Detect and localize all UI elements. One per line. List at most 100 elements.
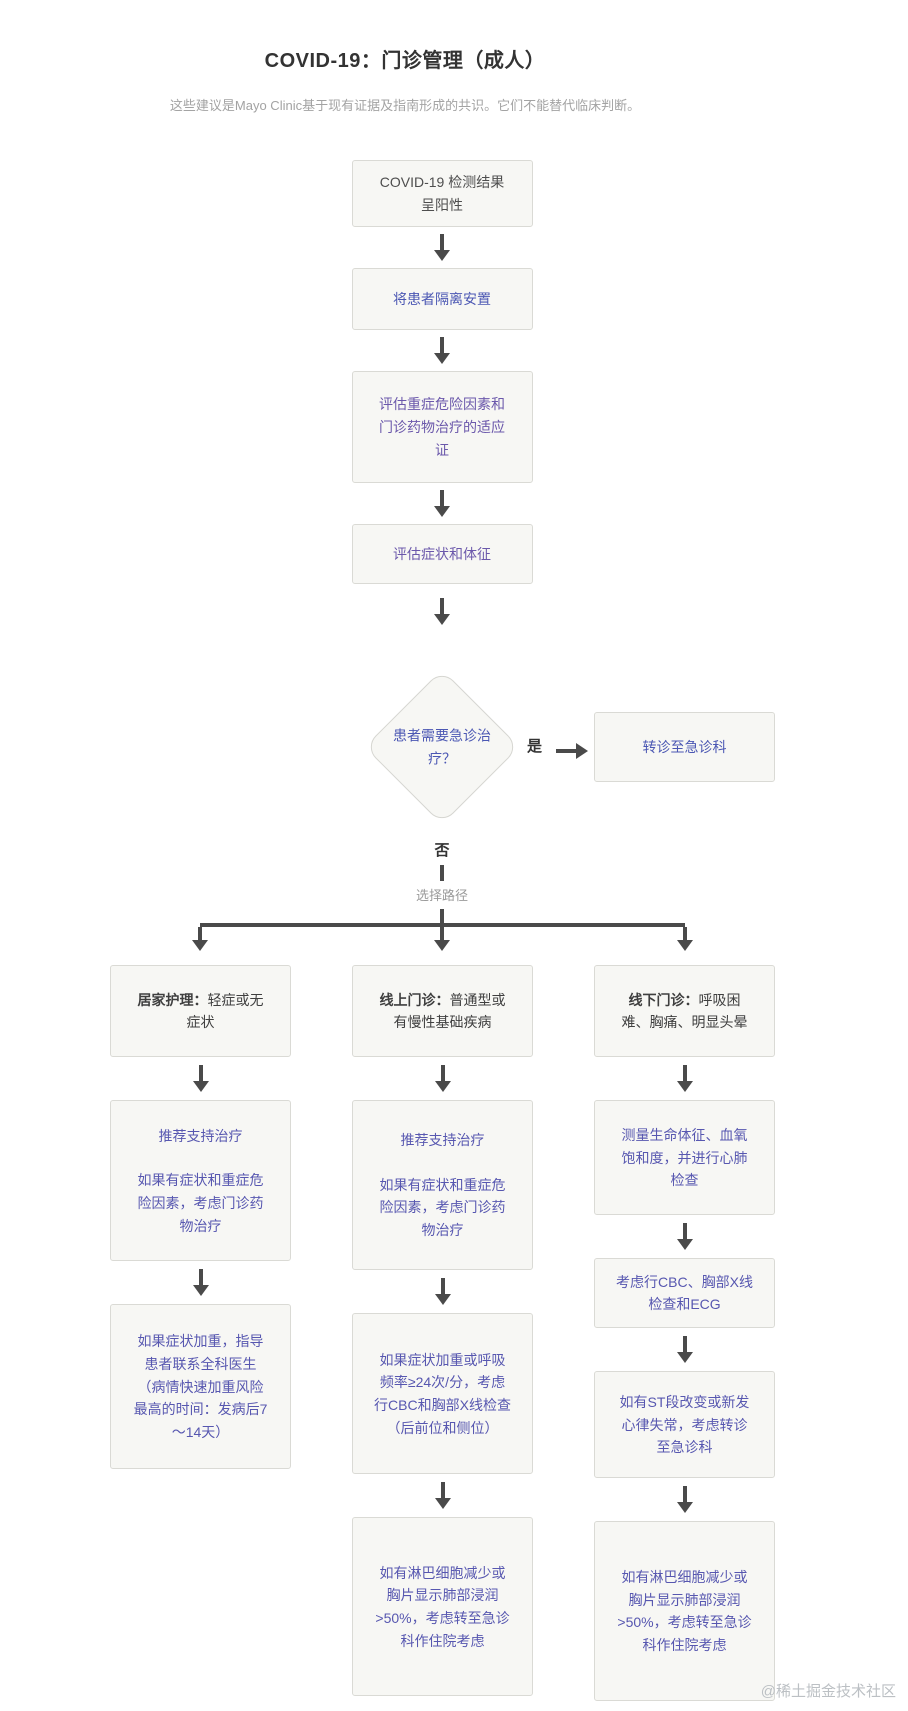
down-arrow <box>433 1065 453 1093</box>
down-arrow <box>432 337 452 365</box>
page-header: COVID-19：门诊管理（成人） 这些建议是Mayo Clinic基于现有证据… <box>0 0 810 114</box>
arrow-head <box>676 1081 693 1093</box>
down-arrow <box>191 1065 211 1093</box>
node-text: 推荐支持治疗 <box>400 1132 485 1148</box>
node-text: 线下门诊：呼吸困难、胸痛、明显头晕 <box>616 989 753 1034</box>
node-text: 推荐支持治疗 <box>158 1127 243 1144</box>
down-arrow <box>190 927 210 952</box>
flow-node-assess-symptoms[interactable]: 评估症状和体征 <box>351 524 533 585</box>
arrow-stem <box>440 598 444 615</box>
flow-node-test-positive: COVID-19 检测结果呈阳性 <box>351 160 533 228</box>
node-text: COVID-19 检测结果呈阳性 <box>379 174 505 213</box>
arrow-head <box>676 1352 693 1364</box>
down-arrow <box>432 927 452 952</box>
arrow-stem <box>682 1336 687 1353</box>
branch-title-rest: 普通型或有慢性基础疾病 <box>393 991 506 1031</box>
arrow-stem <box>556 749 576 754</box>
arrow-head <box>434 1498 451 1510</box>
main-flow-axis: COVID-19 检测结果呈阳性 将患者隔离安置 评估重症危险因素和门诊药物治疗… <box>0 160 884 924</box>
down-arrow <box>432 490 452 518</box>
branch-connector <box>192 923 693 957</box>
node-text: 如果有症状和重症危险因素，考虑门诊药物治疗 <box>379 1176 506 1239</box>
arrow-stem <box>683 927 687 941</box>
down-arrow <box>675 1065 695 1093</box>
flow-node-online-step-3[interactable]: 如有淋巴细胞减少或胸片显示肺部浸润>50%，考虑转至急诊科作住院考虑 <box>352 1517 533 1697</box>
flow-node-inperson-step-2[interactable]: 考虑行CBC、胸部X线检查和ECG <box>594 1258 775 1329</box>
decision-label: 患者需要急诊治疗？ <box>393 727 491 767</box>
flow-node-assess-risk[interactable]: 评估重症危险因素和门诊药物治疗的适应证 <box>351 371 533 484</box>
down-arrow <box>191 1269 211 1297</box>
arrow-head <box>434 353 450 365</box>
connector-stub <box>440 865 444 882</box>
flow-node-inperson-step-3[interactable]: 如有ST段改变或新发心律失常，考虑转诊至急诊科 <box>594 1371 775 1479</box>
connector-line <box>200 923 685 928</box>
flow-node-inperson-step-4[interactable]: 如有淋巴细胞减少或胸片显示肺部浸润>50%，考虑转至急诊科作住院考虑 <box>594 1521 775 1702</box>
arrow-head <box>434 250 450 262</box>
flow-node-inperson-step-1[interactable]: 测量生命体征、血氧饱和度，并进行心肺检查 <box>594 1100 775 1216</box>
branch-column-online: 线上门诊：普通型或有慢性基础疾病 推荐支持治疗 如果有症状和重症危险因素，考虑门… <box>352 965 533 1701</box>
down-arrow <box>433 1482 453 1510</box>
arrow-head <box>676 1502 693 1514</box>
arrow-stem <box>440 337 444 354</box>
node-text: 如有淋巴细胞减少或胸片显示肺部浸润>50%，考虑转至急诊科作住院考虑 <box>617 1569 752 1654</box>
arrow-head <box>192 1081 209 1093</box>
branch-title-rest: 轻症或无症状 <box>186 991 264 1031</box>
arrow-stem <box>682 1223 687 1240</box>
branch-title-bold: 线上门诊： <box>379 991 450 1008</box>
decision-diamond-wrap: 患者需要急诊治疗？ <box>352 669 533 826</box>
arrow-stem <box>682 1065 687 1082</box>
arrow-stem <box>198 927 202 941</box>
arrow-stem <box>440 1278 445 1295</box>
down-arrow <box>675 1486 695 1514</box>
node-text: 如果有症状和重症危险因素，考虑门诊药物治疗 <box>137 1172 264 1234</box>
node-text: 居家护理：轻症或无症状 <box>132 989 269 1034</box>
down-arrow <box>432 598 452 626</box>
arrow-head <box>576 743 588 760</box>
flow-node-home-step-2[interactable]: 如果症状加重，指导患者联系全科医生（病情快速加重风险最高的时间：发病后7～14天… <box>110 1304 291 1470</box>
node-text: 如有淋巴细胞减少或胸片显示肺部浸润>50%，考虑转至急诊科作住院考虑 <box>375 1564 510 1649</box>
branch-column-inperson: 线下门诊：呼吸困难、胸痛、明显头晕 测量生命体征、血氧饱和度，并进行心肺检查 考… <box>594 965 775 1702</box>
arrow-stem <box>198 1269 203 1286</box>
down-arrow <box>675 927 695 952</box>
arrow-head <box>676 1239 693 1251</box>
node-text: 测量生命体征、血氧饱和度，并进行心肺检查 <box>621 1126 748 1189</box>
flow-node-refer-ed[interactable]: 转诊至急诊科 <box>594 712 775 783</box>
watermark: @稀土掘金技术社区 <box>760 1683 896 1700</box>
branch-title-bold: 居家护理： <box>137 991 208 1008</box>
arrow-head <box>434 614 450 626</box>
arrow-stem <box>440 1065 445 1082</box>
arrow-stem <box>440 927 444 941</box>
branch-header-online: 线上门诊：普通型或有慢性基础疾病 <box>352 965 533 1058</box>
connector-stub <box>440 909 444 924</box>
arrow-stem <box>440 490 444 507</box>
branch-header-inperson: 线下门诊：呼吸困难、胸痛、明显头晕 <box>594 965 775 1058</box>
page-subtitle: 这些建议是Mayo Clinic基于现有证据及指南形成的共识。它们不能替代临床判… <box>169 98 641 113</box>
flow-node-online-step-1[interactable]: 推荐支持治疗 如果有症状和重症危险因素，考虑门诊药物治疗 <box>352 1100 533 1271</box>
decision-row: 患者需要急诊治疗？ 是 转诊至急诊科 <box>0 669 884 826</box>
node-text: 评估症状和体征 <box>393 546 491 562</box>
node-text: 线上门诊：普通型或有慢性基础疾病 <box>374 989 511 1034</box>
arrow-stem <box>440 234 444 251</box>
node-text: 如有ST段改变或新发心律失常，考虑转诊至急诊科 <box>619 1393 750 1456</box>
flow-node-home-step-1[interactable]: 推荐支持治疗 如果有症状和重症危险因素，考虑门诊药物治疗 <box>110 1100 291 1262</box>
branch-title-rest: 呼吸困难、胸痛、明显头晕 <box>621 991 748 1031</box>
arrow-head <box>434 1081 451 1093</box>
flow-node-online-step-2[interactable]: 如果症状加重或呼吸频率≥24次/分，考虑行CBC和胸部X线检查（后前位和侧位） <box>352 1313 533 1475</box>
arrow-stem <box>440 1482 445 1499</box>
node-text: 评估重症危险因素和门诊药物治疗的适应证 <box>379 396 505 458</box>
branch-title-bold: 线下门诊： <box>628 991 699 1008</box>
node-text: 将患者隔离安置 <box>393 291 491 307</box>
branch-header-home: 居家护理：轻症或无症状 <box>110 965 291 1058</box>
arrow-head <box>192 1285 209 1297</box>
arrow-head <box>434 506 450 518</box>
arrow-head <box>434 1294 451 1306</box>
choose-path-label: 选择路径 <box>415 888 468 904</box>
node-text: 如果症状加重，指导患者联系全科医生（病情快速加重风险最高的时间：发病后7～14天… <box>133 1333 268 1440</box>
no-label: 否 <box>434 842 450 860</box>
right-arrow <box>556 743 588 760</box>
down-arrow <box>432 234 452 262</box>
arrow-head <box>677 940 693 952</box>
down-arrow <box>433 1278 453 1306</box>
flow-node-isolate[interactable]: 将患者隔离安置 <box>351 268 533 331</box>
